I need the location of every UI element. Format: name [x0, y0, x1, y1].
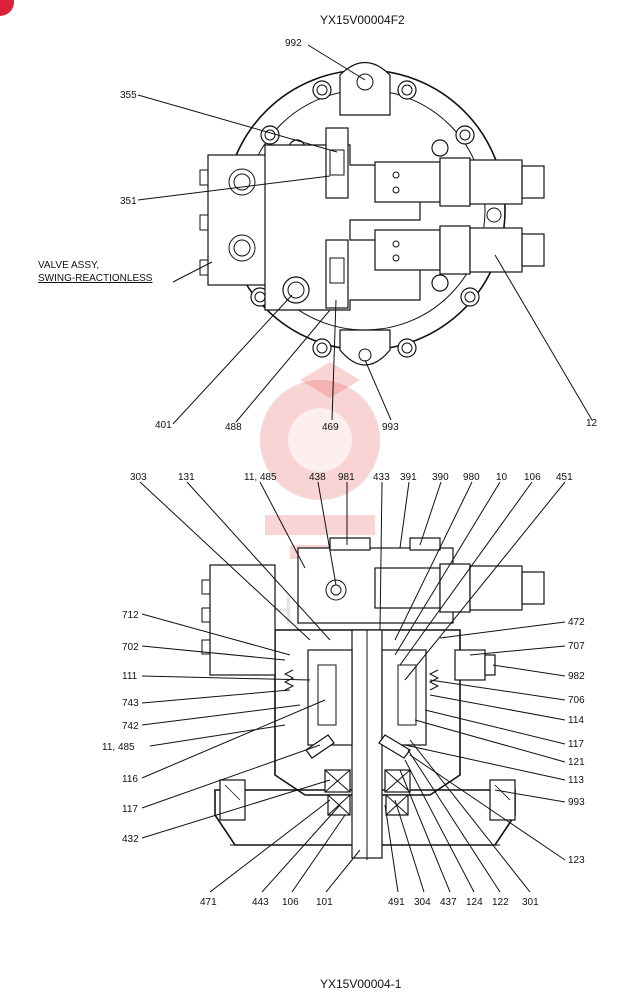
watermark-logo	[260, 362, 380, 559]
label-707: 707	[568, 641, 585, 652]
label-391: 391	[400, 472, 417, 483]
solenoid-upper	[374, 157, 545, 207]
label-11-485-left: 11, 485	[102, 742, 135, 753]
label-111: 111	[122, 671, 138, 682]
label-113: 113	[568, 775, 584, 786]
label-301: 301	[522, 897, 539, 908]
valve-assy-line2: SWING-REACTIONLESS	[38, 273, 153, 284]
label-304: 304	[414, 897, 431, 908]
label-443: 443	[252, 897, 269, 908]
bottom-drawing-code: YX15V00004-1	[320, 977, 402, 991]
label-706: 706	[568, 695, 585, 706]
label-117-right: 117	[568, 739, 584, 750]
label-702: 702	[122, 642, 139, 653]
label-491: 491	[388, 897, 405, 908]
label-11-485: 11, 485	[244, 472, 277, 483]
label-993: 993	[382, 422, 399, 433]
label-131: 131	[178, 472, 195, 483]
label-433: 433	[373, 472, 390, 483]
label-114: 114	[568, 715, 584, 726]
valve-assy-line1: VALVE ASSY,	[38, 260, 99, 271]
label-12: 12	[586, 418, 598, 429]
label-303: 303	[130, 472, 147, 483]
top-drawing-code: YX15V00004F2	[320, 13, 405, 27]
label-982: 982	[568, 671, 585, 682]
label-390: 390	[432, 472, 449, 483]
label-437: 437	[440, 897, 457, 908]
solenoid-lower	[374, 225, 545, 275]
label-469: 469	[322, 422, 339, 433]
label-712: 712	[122, 610, 139, 621]
label-980: 980	[463, 472, 480, 483]
label-355: 355	[120, 90, 137, 101]
label-488: 488	[225, 422, 242, 433]
corner-badge	[0, 0, 14, 16]
label-438: 438	[309, 472, 326, 483]
label-117: 117	[122, 804, 138, 815]
label-743: 743	[122, 698, 139, 709]
label-101: 101	[316, 897, 333, 908]
label-432: 432	[122, 834, 139, 845]
label-993-right: 993	[568, 797, 585, 808]
label-106-bottom: 106	[282, 897, 299, 908]
label-122: 122	[492, 897, 509, 908]
section-view: 303 131 11, 485 438 981 433 391 390 980 …	[102, 472, 585, 908]
label-124: 124	[466, 897, 483, 908]
label-351: 351	[120, 196, 137, 207]
label-992: 992	[285, 38, 302, 49]
label-116: 116	[122, 774, 138, 785]
label-10: 10	[496, 472, 508, 483]
label-981: 981	[338, 472, 355, 483]
label-471: 471	[200, 897, 217, 908]
label-106: 106	[524, 472, 541, 483]
label-401: 401	[155, 420, 172, 431]
label-123: 123	[568, 855, 585, 866]
label-121: 121	[568, 757, 585, 768]
top-view: 992 355 351 VALVE ASSY, SWING-REACTIONLE…	[38, 38, 598, 433]
label-451: 451	[556, 472, 573, 483]
label-742: 742	[122, 721, 139, 732]
label-472: 472	[568, 617, 585, 628]
